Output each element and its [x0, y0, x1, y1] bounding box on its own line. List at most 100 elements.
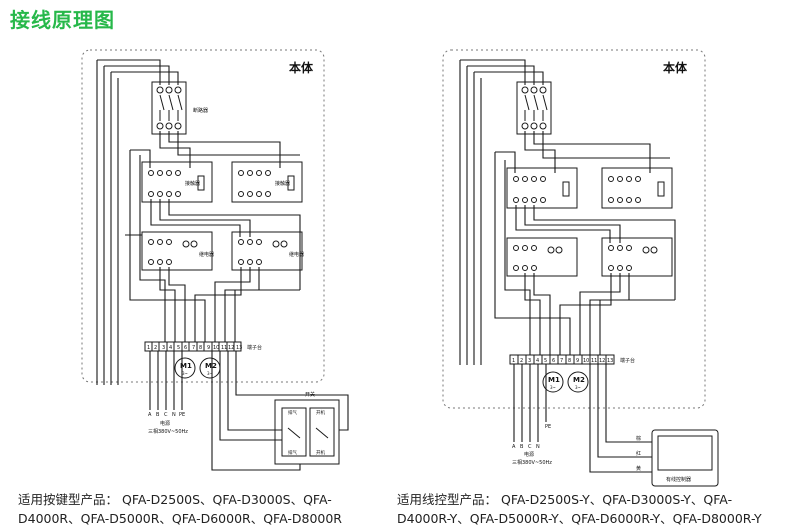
right-motor-2-label: M2 [573, 376, 585, 384]
right-terminal-2: 2 [520, 358, 523, 364]
left-phase-a: A [148, 412, 152, 418]
right-terminal-1: 1 [512, 358, 515, 364]
left-body-outline [81, 49, 325, 383]
right-terminal-4: 4 [536, 358, 539, 364]
right-motor-2-sub: 3~ [575, 385, 581, 390]
right-phase-c: C [528, 444, 532, 450]
right-relay-2 [601, 237, 673, 277]
left-switch-label-2: 开机 [316, 409, 325, 416]
right-wire-red: 红 [636, 450, 641, 457]
right-terminal-11: 11 [591, 358, 597, 364]
left-terminal-9: 9 [207, 345, 210, 351]
right-wire-brown: 棕 [636, 435, 641, 442]
left-relay-1-label: 继电器 [199, 251, 214, 258]
left-terminal-5: 5 [177, 345, 180, 351]
right-caption: 适用线控型产品：QFA-D2500S-Y、QFA-D3000S-Y、QFA-D4… [397, 490, 767, 528]
right-terminal-5: 5 [544, 358, 547, 364]
right-terminal-6: 6 [552, 358, 555, 364]
right-motor-1-sub: 3~ [550, 385, 556, 390]
left-breaker: 断路器 [151, 81, 208, 135]
left-contactor-1-label: 接触器 [185, 180, 200, 187]
left-switch-label-1: 排气 [288, 409, 297, 416]
right-motor-1: M1 3~ [542, 371, 564, 393]
svg-text:棕 红 黄: 棕 红 黄 [636, 435, 643, 472]
left-relay-2: 继电器 [231, 231, 304, 271]
right-body-label: 本体 [663, 60, 688, 75]
left-relay-1: 继电器 [141, 231, 214, 271]
right-controller-label: 有线控制器 [666, 476, 691, 483]
left-terminal-1: 1 [147, 345, 150, 351]
left-terminal-2: 2 [154, 345, 157, 351]
left-contactor-2-label: 接触器 [275, 180, 290, 187]
page-title: 接线原理图 [10, 8, 115, 32]
right-terminal-7: 7 [560, 358, 563, 364]
right-caption-prefix: 适用线控型产品： [397, 492, 498, 507]
left-terminal-12: 12 [228, 345, 234, 351]
right-motor-1-label: M1 [548, 376, 560, 384]
svg-text:1 2 3: 1 2 3 4 5 6 7 8 9 10 11 12 13 [147, 345, 242, 351]
left-motor-1-sub: 3~ [182, 371, 188, 376]
right-contactor-1 [506, 167, 578, 209]
left-phase-c: C [164, 412, 168, 418]
left-body-label: 本体 [289, 60, 314, 75]
wiring-diagram: .w { stroke:#1a1a1a; stroke-width:1.1; f… [81, 49, 719, 487]
left-breaker-label: 断路器 [193, 107, 208, 114]
right-terminal-label: 端子台 [620, 357, 635, 364]
right-terminal-strip: 1 2 3 4 5 6 7 8 9 10 11 12 13 端子台 [509, 354, 635, 365]
right-breaker [516, 81, 552, 135]
right-motor-2: M2 3~ [567, 371, 589, 393]
right-phase-b: B [520, 444, 524, 450]
left-power-spec: 三相380V~50Hz [148, 428, 188, 435]
left-caption-prefix: 适用按键型产品： [18, 492, 119, 507]
left-switch-box: 开关 排气 开机 排气 开机 [274, 391, 340, 465]
svg-text:1 2 3: 1 2 3 4 5 6 7 8 9 10 11 12 13 [512, 358, 613, 364]
left-switch-label-3: 排气 [288, 449, 297, 456]
left-panel: 本体 断路器 接触器 接触器 [81, 49, 349, 471]
left-terminal-10: 10 [213, 345, 219, 351]
left-phase-b: B [156, 412, 160, 418]
left-terminal-3: 3 [162, 345, 165, 351]
left-terminal-label: 端子台 [247, 344, 262, 351]
left-power-label: 电源 [160, 420, 170, 427]
left-motor-2-label: M2 [205, 362, 217, 370]
left-motor-1: M1 3~ [174, 357, 196, 379]
left-terminal-6: 6 [184, 345, 187, 351]
left-terminal-13: 13 [236, 345, 242, 351]
left-terminal-11: 11 [221, 345, 227, 351]
left-caption-models: QFA-D2500S、QFA-D3000S、QFA-D4000R、QFA-D50… [18, 492, 342, 526]
left-switch-label-4: 开机 [316, 449, 325, 456]
svg-text:A B C N: A B C N PE [148, 412, 185, 418]
right-body-outline [442, 49, 706, 409]
svg-text:A B C N: A B C N [512, 444, 540, 450]
left-phase-pe: PE [179, 412, 185, 418]
right-contactor-2 [601, 167, 673, 209]
left-terminal-strip: 1 2 3 4 5 6 7 8 9 10 11 12 13 端子台 [144, 341, 262, 352]
right-phase-a: A [512, 444, 516, 450]
right-terminal-13: 13 [607, 358, 613, 364]
right-terminal-10: 10 [583, 358, 589, 364]
right-caption-models: QFA-D2500S-Y、QFA-D3000S-Y、QFA-D4000R-Y、Q… [397, 492, 762, 526]
right-wire-yellow: 黄 [636, 465, 641, 472]
right-phase-pe: PE [545, 424, 551, 430]
right-terminal-8: 8 [568, 358, 571, 364]
left-relay-2-label: 继电器 [289, 251, 304, 258]
left-motor-1-label: M1 [180, 362, 192, 370]
left-motor-2-sub: 3~ [207, 371, 213, 376]
right-terminal-9: 9 [576, 358, 579, 364]
right-terminal-12: 12 [599, 358, 605, 364]
right-phase-n: N [536, 444, 540, 450]
left-contactor-2: 接触器 [231, 161, 303, 203]
left-motor-2: M2 3~ [199, 357, 221, 379]
right-panel: 本体 [442, 49, 719, 487]
left-contactor-1: 接触器 [141, 161, 213, 203]
left-terminal-7: 7 [192, 345, 195, 351]
right-relay-1 [506, 237, 578, 277]
right-power-spec: 三相380V~50Hz [512, 459, 552, 466]
right-wired-controller: 有线控制器 [651, 429, 719, 487]
right-power-label: 电源 [524, 451, 534, 458]
left-terminal-8: 8 [199, 345, 202, 351]
left-terminal-4: 4 [169, 345, 172, 351]
left-phase-n: N [172, 412, 176, 418]
right-terminal-3: 3 [528, 358, 531, 364]
left-caption: 适用按键型产品：QFA-D2500S、QFA-D3000S、QFA-D4000R… [18, 490, 388, 528]
